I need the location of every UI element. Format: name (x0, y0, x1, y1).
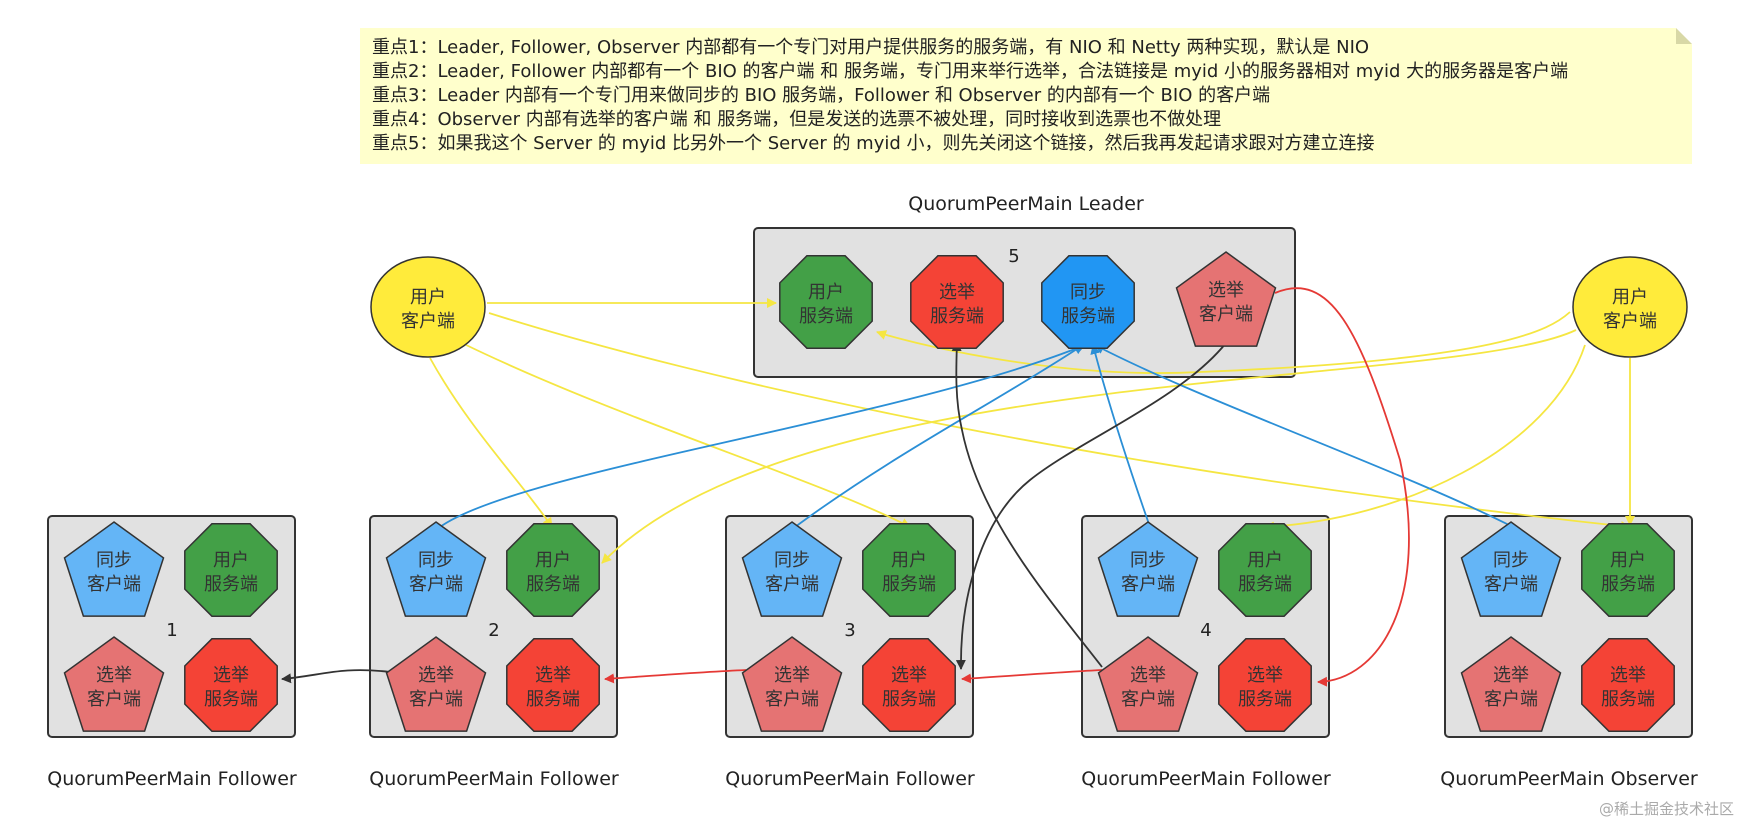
user-edge-left-to-2 (429, 357, 553, 528)
sync-edge-4 (1090, 344, 1151, 528)
server-title-3: QuorumPeerMain Follower (725, 768, 975, 790)
leader-user-server (779, 255, 873, 349)
sync-edge-2 (439, 343, 1086, 528)
leader-elect-server (910, 255, 1004, 349)
note-line-3: 重点3：Leader 内部有一个专门用来做同步的 BIO 服务端，Followe… (372, 85, 1271, 106)
user-server-4 (1218, 523, 1312, 617)
server-id-2: 2 (488, 620, 499, 641)
elect-server-1-label: 选举服务端 (204, 665, 258, 710)
user-edge-right-to-2 (601, 329, 1577, 564)
elect-client-5 (1460, 636, 1562, 732)
user-server-4-label: 用户服务端 (1238, 550, 1292, 595)
note-line-5: 重点5：如果我这个 Server 的 myid 比另外一个 Server 的 m… (372, 133, 1375, 154)
sync-client-3-label: 同步客户端 (765, 550, 819, 595)
leader-elect-client (1175, 251, 1277, 347)
elect-server-2-label: 选举服务端 (526, 665, 580, 710)
user-edge-left-to-observer (488, 312, 1631, 532)
elect-client-4 (1097, 636, 1199, 732)
sync-client-4 (1097, 521, 1199, 617)
user-server-2-label: 用户服务端 (526, 550, 580, 595)
sync-client-1-label: 同步客户端 (87, 550, 141, 595)
server-id-1: 1 (166, 620, 177, 641)
elect-server-3-label: 选举服务端 (882, 665, 936, 710)
note-fold-corner (1676, 28, 1692, 44)
sync-edge-3 (794, 344, 1084, 528)
leader-id: 5 (1008, 246, 1019, 267)
server-id-4: 4 (1200, 620, 1211, 641)
server-id-3: 3 (844, 620, 855, 641)
key-points-note: 重点1：Leader, Follower, Observer 内部都有一个专门对… (360, 28, 1692, 164)
sync-client-5 (1460, 521, 1562, 617)
elect-edge-3-to-2 (604, 669, 747, 684)
sync-client-2 (385, 521, 487, 617)
user-client-left-label: 用户客户端 (401, 287, 455, 332)
sync-client-2-label: 同步客户端 (409, 550, 463, 595)
sync-edge-observer (1094, 344, 1514, 528)
user-server-5 (1581, 523, 1675, 617)
elect-edge-4-to-3 (961, 669, 1103, 684)
leader-sync-server (1041, 255, 1135, 349)
elect-server-3 (862, 638, 956, 732)
user-server-1 (184, 523, 278, 617)
elect-client-3 (741, 636, 843, 732)
user-client-right-label: 用户客户端 (1603, 287, 1657, 332)
sync-client-3 (741, 521, 843, 617)
note-line-4: 重点4：Observer 内部有选举的客户端 和 服务端，但是发送的选票不被处理… (372, 109, 1222, 130)
elect-server-2 (506, 638, 600, 732)
elect-client-2 (385, 636, 487, 732)
user-server-1-label: 用户服务端 (204, 550, 258, 595)
elect-server-5 (1581, 638, 1675, 732)
elect-client-1-label: 选举客户端 (87, 665, 141, 710)
leader-title: QuorumPeerMain Leader (908, 193, 1144, 215)
server-title-4: QuorumPeerMain Follower (1081, 768, 1331, 790)
leader-elect-client-label: 选举客户端 (1199, 280, 1253, 325)
elect-client-5-label: 选举客户端 (1484, 665, 1538, 710)
user-edge-right-to-leader (876, 311, 1571, 374)
user-server-2 (506, 523, 600, 617)
user-edge-right-to-4 (1264, 344, 1586, 532)
elect-client-2-label: 选举客户端 (409, 665, 463, 710)
elect-server-4 (1218, 638, 1312, 732)
elect-edge-leader-to-4 (1274, 287, 1410, 687)
user-server-3 (862, 523, 956, 617)
elect-client-3-label: 选举客户端 (765, 665, 819, 710)
elect-client-1 (63, 636, 165, 732)
server-title-2: QuorumPeerMain Follower (369, 768, 619, 790)
elect-server-1 (184, 638, 278, 732)
note-line-1: 重点1：Leader, Follower, Observer 内部都有一个专门对… (372, 37, 1370, 58)
elect-client-4-label: 选举客户端 (1121, 665, 1175, 710)
sync-client-5-label: 同步客户端 (1484, 550, 1538, 595)
leader-sync-server-label: 同步服务端 (1061, 282, 1115, 327)
sync-client-4-label: 同步客户端 (1121, 550, 1175, 595)
elect-server-5-label: 选举服务端 (1601, 665, 1655, 710)
elect-server-4-label: 选举服务端 (1238, 665, 1292, 710)
elect-edge-4-to-leader (951, 341, 1103, 668)
user-server-3-label: 用户服务端 (882, 550, 936, 595)
user-server-5-label: 用户服务端 (1601, 550, 1655, 595)
note-line-2: 重点2：Leader, Follower 内部都有一个 BIO 的客户端 和 服… (372, 61, 1569, 82)
sync-client-1 (63, 521, 165, 617)
leader-elect-server-label: 选举服务端 (930, 282, 984, 327)
server-title-5: QuorumPeerMain Observer (1440, 768, 1698, 790)
watermark-text: @稀土掘金技术社区 (1599, 800, 1734, 818)
leader-user-server-label: 用户服务端 (799, 282, 853, 327)
server-title-1: QuorumPeerMain Follower (47, 768, 297, 790)
elect-edge-2-to-1 (281, 669, 391, 684)
elect-edge-leader-to-3 (955, 342, 1227, 670)
user-client-left (370, 256, 486, 358)
user-client-right (1572, 256, 1688, 358)
